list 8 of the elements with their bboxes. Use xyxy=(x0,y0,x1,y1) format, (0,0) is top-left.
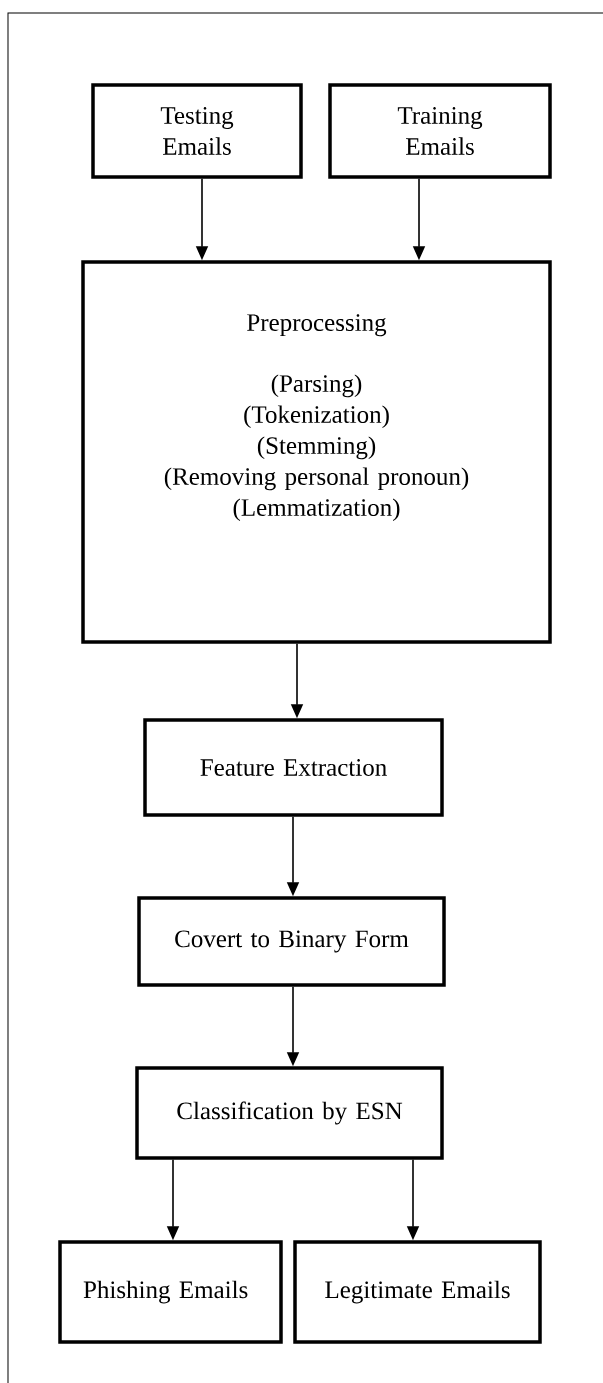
process-box: Covert to Binary Form xyxy=(137,896,446,987)
process-box: Preprocessing (Parsing) (Tokenization) (Stemming) (Removing personal pronoun) (Lemmatization) xyxy=(81,260,552,644)
process-box: Testing Emails xyxy=(91,83,303,179)
process-box: Classification by ESN xyxy=(135,1066,444,1160)
process-box: Feature Extraction xyxy=(143,718,444,817)
process-box: Legitimate Emails xyxy=(293,1240,542,1344)
process-box: Phishing Emails xyxy=(58,1240,283,1344)
process-box: Training Emails xyxy=(328,83,552,179)
